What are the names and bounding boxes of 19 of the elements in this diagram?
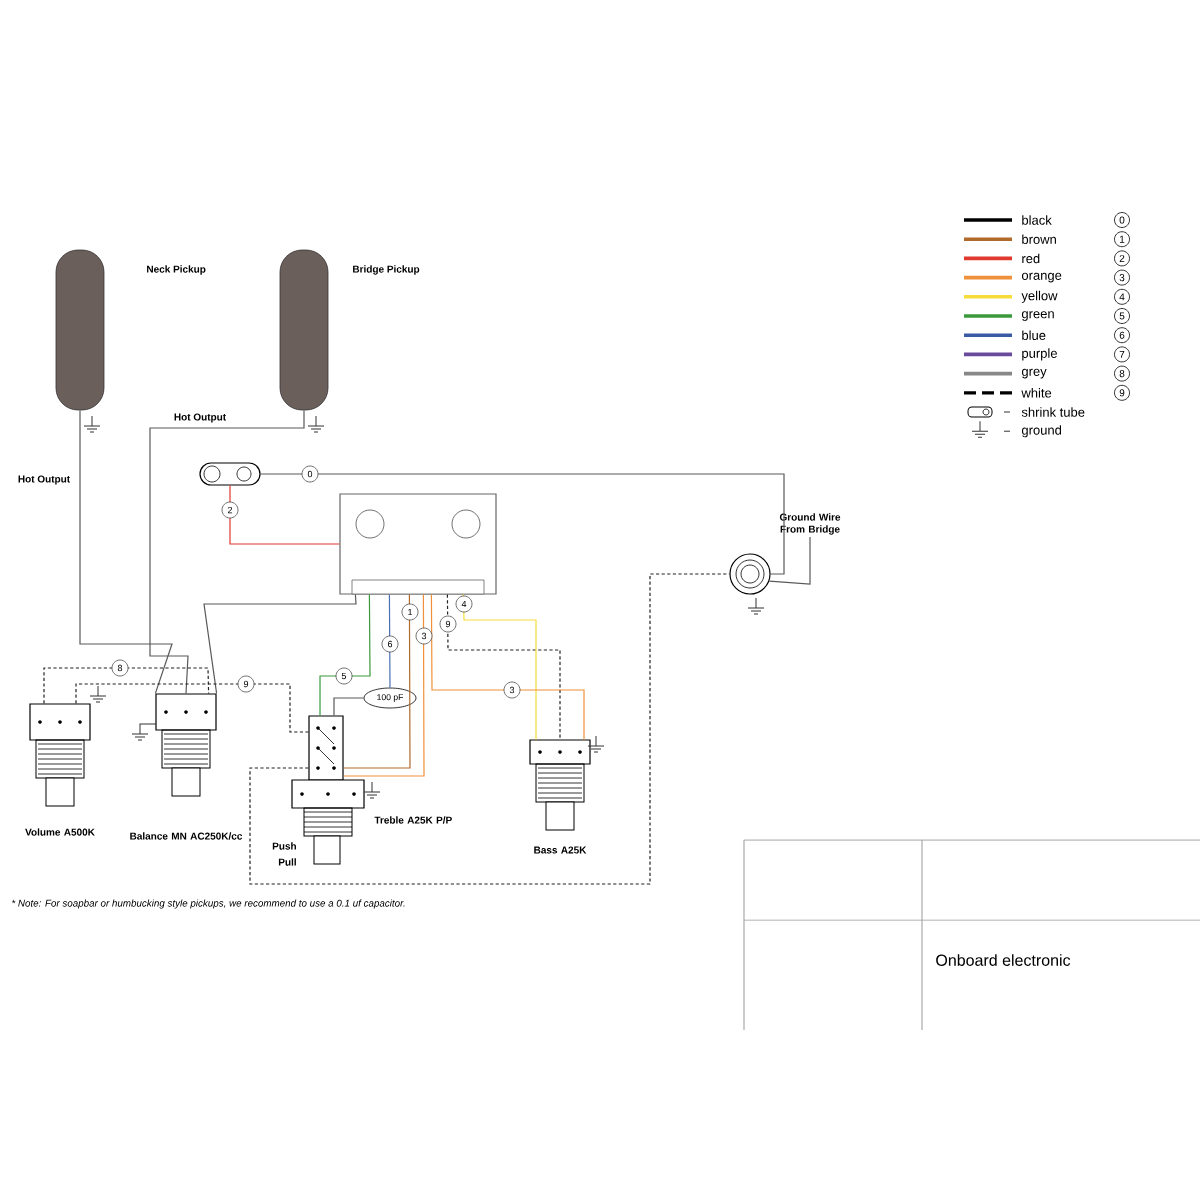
wire bbox=[430, 594, 585, 740]
wire bbox=[343, 594, 411, 769]
preamp-board bbox=[339, 493, 497, 595]
wire bbox=[319, 594, 371, 716]
table-cell-text: Onboard electronic bbox=[936, 954, 1071, 966]
wire bbox=[260, 473, 785, 575]
wire bbox=[229, 485, 340, 545]
wire bbox=[768, 536, 811, 585]
wire bbox=[343, 594, 425, 777]
wire bbox=[43, 667, 210, 704]
wire bbox=[446, 594, 561, 740]
wire bbox=[203, 594, 357, 694]
wire bbox=[79, 409, 173, 694]
output-jack bbox=[729, 553, 771, 595]
battery-clip bbox=[199, 462, 261, 486]
wire bbox=[388, 594, 391, 689]
wire bbox=[249, 573, 730, 885]
wire bbox=[333, 697, 365, 716]
wire bbox=[149, 409, 305, 694]
